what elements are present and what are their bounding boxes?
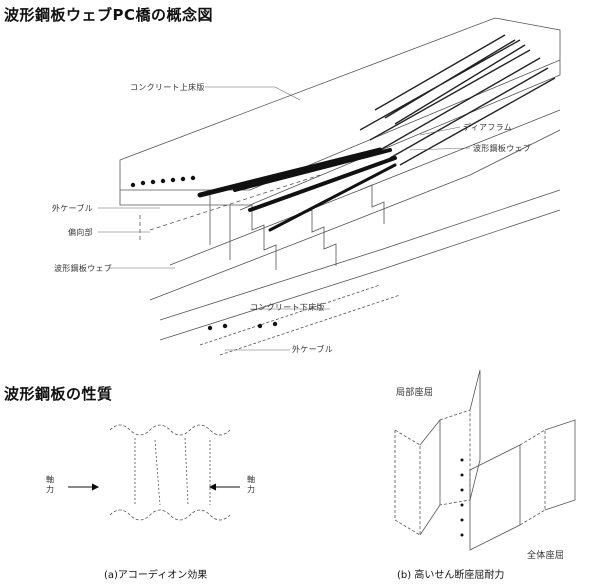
external-cable-4 (268, 163, 397, 232)
girder-bottom (149, 129, 561, 301)
shear-buckling-drawing (394, 369, 576, 551)
web-corrugation-2 (299, 209, 337, 266)
deck-stripes (359, 34, 556, 166)
anchor-row-bottom (207, 321, 278, 331)
external-cable-1 (197, 147, 383, 198)
dashed-side (139, 174, 321, 240)
leader-top-slab (205, 86, 301, 101)
label-corrugated-web-right: 波形鋼板ウェブ (473, 144, 532, 153)
web-corrugation-3 (359, 184, 385, 224)
caption-shear-buckling: (b) 高いせん断座屈耐力 (397, 570, 505, 581)
external-cable-3 (248, 156, 397, 212)
label-concrete-top-slab: コンクリート上床版 (130, 83, 205, 92)
label-diaphragm: ディアフラム (463, 123, 512, 132)
label-global-buckling: 全体座屈 (527, 551, 565, 561)
label-local-buckling: 局部座屈 (396, 388, 434, 398)
label-external-cable-left: 外ケーブル (52, 204, 94, 213)
anchor-row-top (130, 175, 196, 188)
accordion-drawing (109, 424, 231, 521)
arrow-left (68, 483, 100, 491)
caption-accordion-effect: (a)アコーディオン効果 (104, 570, 208, 581)
top-slab-edge (119, 60, 561, 206)
bottom-slab (159, 189, 561, 341)
girder-left-edge (209, 195, 231, 260)
arrow-right (208, 483, 240, 491)
properties-title: 波形鋼板の性質 (4, 385, 113, 403)
external-cable-2 (233, 148, 392, 192)
leader-corrugated-right (409, 147, 471, 151)
label-axial-force-right: 軸力 (247, 475, 256, 494)
shear-dots (460, 458, 464, 537)
web-corrugation-1 (239, 204, 277, 270)
diagram-title: 波形鋼板ウェブPC橋の概念図 (4, 6, 214, 24)
label-deviator: 偏向部 (68, 228, 93, 237)
label-concrete-bottom-slab: コンクリート下床版 (250, 303, 325, 312)
label-external-cable-bottom: 外ケーブル (292, 345, 334, 354)
axial-arrows (68, 483, 240, 491)
bottom-slab-lower (199, 284, 401, 356)
label-axial-force-left: 軸力 (46, 475, 55, 494)
label-corrugated-web-left: 波形鋼板ウェブ (54, 264, 113, 273)
leader-diaphragm (419, 126, 461, 136)
